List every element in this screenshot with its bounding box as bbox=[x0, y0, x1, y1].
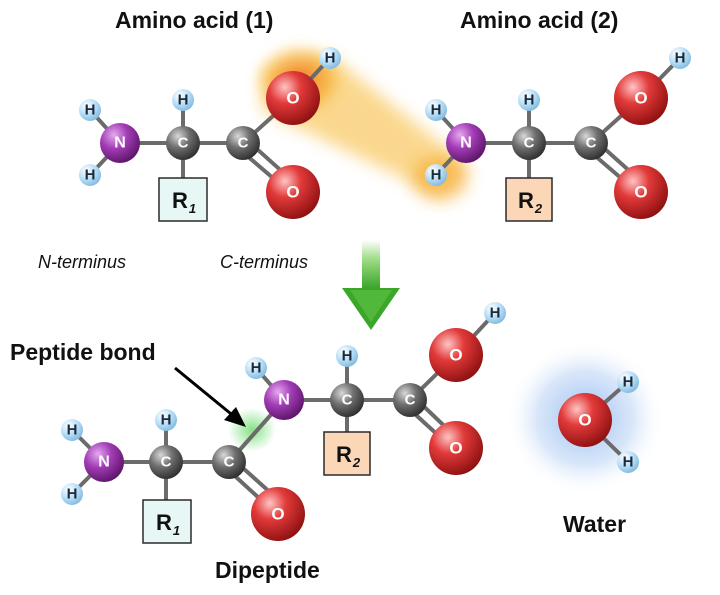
hydrogen-atom: H bbox=[61, 419, 83, 441]
carbonyl-oxygen-atom: O bbox=[429, 421, 483, 475]
svg-text:C: C bbox=[161, 454, 172, 471]
svg-text:C: C bbox=[178, 135, 189, 152]
svg-text:N: N bbox=[278, 392, 290, 409]
svg-text:H: H bbox=[325, 50, 336, 67]
svg-text:C: C bbox=[586, 135, 597, 152]
svg-text:H: H bbox=[178, 92, 189, 109]
hydrogen-atom: H bbox=[425, 164, 447, 186]
alpha-carbon-atom: C bbox=[330, 383, 364, 417]
hydrogen-atom: H bbox=[484, 302, 506, 324]
side-chain-r2-box: R2 bbox=[323, 431, 371, 476]
water-oxygen-atom: O bbox=[558, 393, 612, 447]
amide-nitrogen-atom: N bbox=[264, 380, 304, 420]
svg-text:O: O bbox=[578, 411, 591, 430]
svg-text:H: H bbox=[67, 486, 78, 503]
hydroxyl-oxygen-atom: O bbox=[429, 328, 483, 382]
svg-text:C: C bbox=[224, 454, 235, 471]
svg-text:H: H bbox=[623, 454, 634, 471]
hydrogen-atom: H bbox=[617, 451, 639, 473]
svg-text:R2: R2 bbox=[518, 188, 543, 216]
hydrogen-atom: H bbox=[336, 345, 358, 367]
svg-text:R1: R1 bbox=[172, 188, 196, 216]
nitrogen-atom: N bbox=[84, 442, 124, 482]
n-terminus-label: N-terminus bbox=[38, 252, 126, 272]
hydrogen-atom: H bbox=[79, 164, 101, 186]
svg-text:H: H bbox=[431, 102, 442, 119]
hydrogen-atom: H bbox=[617, 371, 639, 393]
alpha-carbon-atom: C bbox=[149, 445, 183, 479]
alpha-carbon-atom: C bbox=[166, 126, 200, 160]
svg-text:H: H bbox=[490, 305, 501, 322]
hydroxyl-oxygen-atom: O bbox=[614, 71, 668, 125]
svg-text:O: O bbox=[449, 346, 462, 365]
hydrogen-atom: H bbox=[425, 99, 447, 121]
hydrogen-atom: H bbox=[245, 357, 267, 379]
hydrogen-atom: H bbox=[518, 89, 540, 111]
svg-text:O: O bbox=[634, 89, 647, 108]
hydrogen-atom: H bbox=[319, 47, 341, 69]
svg-text:O: O bbox=[449, 439, 462, 458]
svg-text:H: H bbox=[524, 92, 535, 109]
svg-text:H: H bbox=[161, 412, 172, 429]
amino-acid-2-title: Amino acid (2) bbox=[460, 7, 618, 33]
dipeptide-label: Dipeptide bbox=[215, 557, 320, 583]
svg-text:O: O bbox=[286, 183, 299, 202]
c-terminus-label: C-terminus bbox=[220, 252, 308, 272]
svg-text:C: C bbox=[238, 135, 249, 152]
carbonyl-carbon-atom: C bbox=[226, 126, 260, 160]
hydroxyl-oxygen-atom: O bbox=[266, 71, 320, 125]
amino-acid-1-title: Amino acid (1) bbox=[115, 7, 273, 33]
svg-text:N: N bbox=[114, 135, 126, 152]
svg-text:H: H bbox=[342, 348, 353, 365]
carbonyl-oxygen-atom: O bbox=[266, 165, 320, 219]
svg-text:H: H bbox=[251, 360, 262, 377]
water-label: Water bbox=[563, 511, 626, 537]
hydrogen-atom: H bbox=[155, 409, 177, 431]
carboxyl-carbon-atom: C bbox=[393, 383, 427, 417]
svg-text:C: C bbox=[524, 135, 535, 152]
svg-text:H: H bbox=[85, 167, 96, 184]
carbonyl-carbon-atom: C bbox=[574, 126, 608, 160]
nitrogen-atom: N bbox=[446, 123, 486, 163]
alpha-carbon-atom: C bbox=[512, 126, 546, 160]
water-molecule: H H O bbox=[558, 371, 639, 473]
svg-text:R2: R2 bbox=[336, 442, 361, 470]
hydrogen-atom: H bbox=[172, 89, 194, 111]
svg-text:N: N bbox=[460, 135, 472, 152]
peptide-bond-pointer-arrow bbox=[174, 366, 246, 427]
svg-text:H: H bbox=[67, 422, 78, 439]
peptide-bond-label: Peptide bond bbox=[10, 339, 156, 365]
svg-text:H: H bbox=[623, 374, 634, 391]
svg-text:C: C bbox=[405, 392, 416, 409]
dipeptide-molecule: H H H H H H N C C O N C C O O R1 R2 bbox=[61, 302, 506, 544]
amino-acid-2: H H H H N C C O O R2 bbox=[425, 47, 691, 222]
svg-text:H: H bbox=[431, 167, 442, 184]
svg-text:H: H bbox=[85, 102, 96, 119]
reaction-arrow bbox=[342, 240, 400, 330]
amino-acid-1: H H H H N C C O O R1 bbox=[79, 47, 341, 222]
carbonyl-oxygen-atom: O bbox=[614, 165, 668, 219]
svg-text:R1: R1 bbox=[156, 510, 180, 538]
nitrogen-atom: N bbox=[100, 123, 140, 163]
svg-text:O: O bbox=[286, 89, 299, 108]
side-chain-r1-box: R1 bbox=[158, 177, 208, 222]
side-chain-r2-box: R2 bbox=[505, 177, 553, 222]
carbonyl-oxygen-atom: O bbox=[251, 487, 305, 541]
svg-text:O: O bbox=[271, 505, 284, 524]
side-chain-r1-box: R1 bbox=[142, 499, 192, 544]
carbonyl-carbon-atom: C bbox=[212, 445, 246, 479]
hydrogen-atom: H bbox=[79, 99, 101, 121]
svg-text:H: H bbox=[675, 50, 686, 67]
hydrogen-atom: H bbox=[61, 483, 83, 505]
hydrogen-atom: H bbox=[669, 47, 691, 69]
svg-text:C: C bbox=[342, 392, 353, 409]
svg-text:N: N bbox=[98, 454, 110, 471]
svg-text:O: O bbox=[634, 183, 647, 202]
